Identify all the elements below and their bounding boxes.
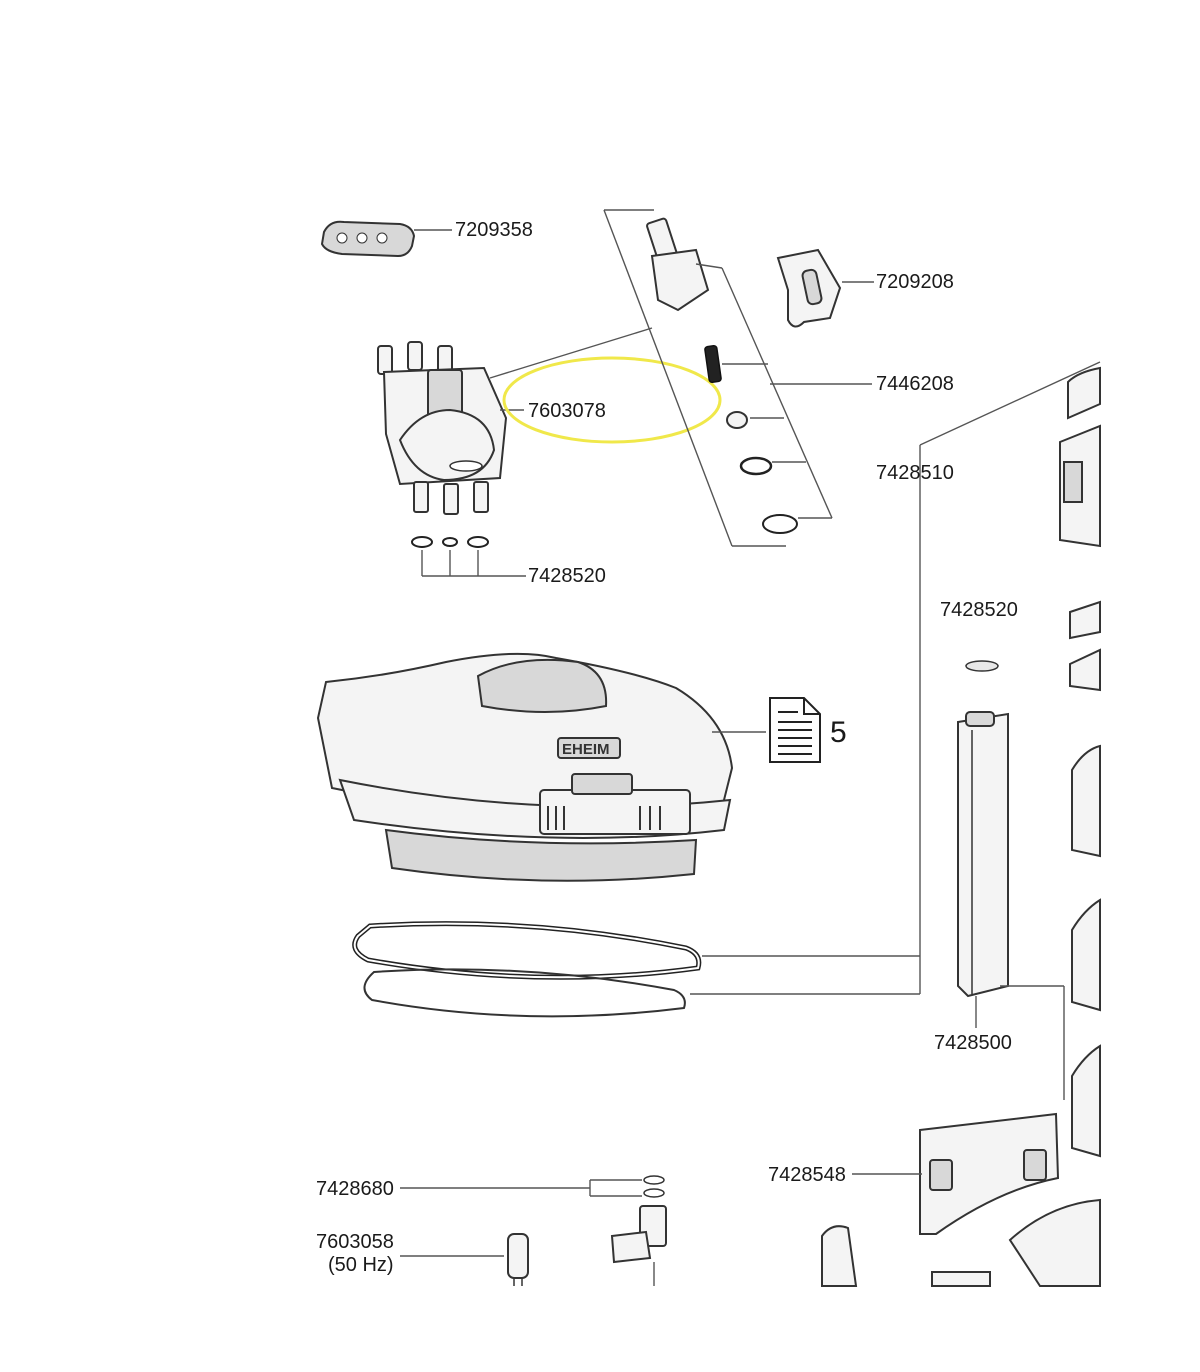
riser-tube-7428500 (957, 711, 1065, 1100)
filter-baskets (1059, 366, 1101, 1158)
pump-head: EHEIM (316, 652, 766, 882)
label-7603078: 7603078 (528, 400, 606, 422)
tube-assembly (603, 209, 872, 547)
clip-7209358 (320, 220, 452, 258)
gaskets-7428510 (352, 361, 1101, 1018)
label-7209208: 7209208 (876, 271, 954, 293)
document-icon (769, 697, 821, 763)
label-7603058-note: (50 Hz) (328, 1254, 394, 1276)
canister-fragment (821, 1198, 1101, 1287)
highlight-ellipse (502, 356, 722, 444)
capacitor-7603058 (400, 1233, 529, 1286)
document-reference: 5 (830, 716, 847, 749)
orings-7428520 (411, 536, 526, 577)
seal-7428520 (965, 660, 999, 672)
connector-part (610, 1205, 667, 1286)
label-7428510: 7428510 (876, 462, 954, 484)
label-7428548: 7428548 (768, 1164, 846, 1186)
label-7428680: 7428680 (316, 1178, 394, 1200)
handle-clip-7428548 (852, 1112, 1060, 1235)
valve-block-7603078 (377, 327, 653, 515)
label-7428500: 7428500 (934, 1032, 1012, 1054)
label-7428520-b: 7428520 (940, 599, 1018, 621)
brand-text: EHEIM (562, 741, 610, 758)
label-7446208: 7446208 (876, 373, 954, 395)
cover-7209208 (776, 248, 874, 328)
orings-7428680 (400, 1175, 665, 1198)
label-7209358: 7209358 (455, 219, 533, 241)
label-7428520-a: 7428520 (528, 565, 606, 587)
label-7603058: 7603058 (316, 1231, 394, 1253)
